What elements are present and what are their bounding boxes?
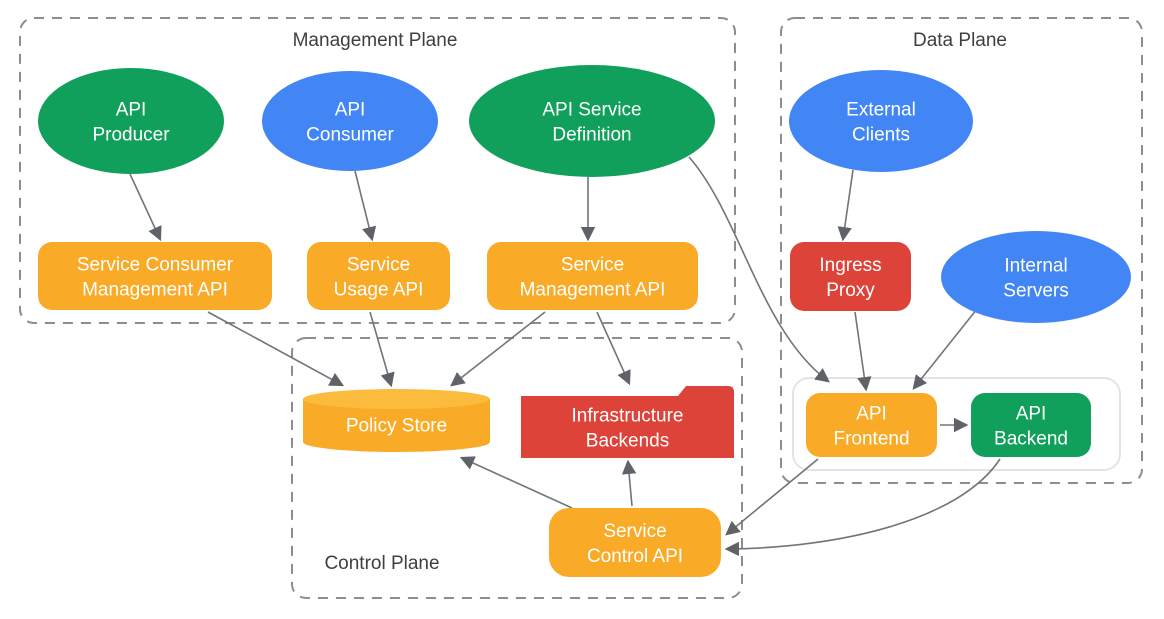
node-shape-service-management-api[interactable] (487, 242, 698, 310)
node-label-service-control-api: Control API (587, 546, 683, 567)
node-shape-api-producer[interactable] (38, 68, 224, 174)
node-label-service-management-api: Management API (520, 280, 666, 301)
planes-layer (19, 17, 1143, 599)
node-label-api-service-definition: Definition (552, 125, 631, 146)
plane-boundary-control-plane (291, 337, 743, 599)
node-label-external-clients: External (846, 100, 916, 121)
node-label-api-consumer: API (335, 100, 366, 121)
node-shape-api-service-definition[interactable] (469, 65, 715, 177)
node-label-internal-servers: Internal (1004, 256, 1067, 277)
node-label-ingress-proxy: Proxy (826, 280, 875, 301)
node-shape-service-usage-api[interactable] (307, 242, 450, 310)
node-label-service-consumer-management-api: Management API (82, 280, 228, 301)
node-label-service-usage-api: Service (347, 255, 410, 276)
plane-label-management-plane: Management Plane (293, 30, 458, 51)
edge-service-control-api-to-infrastructure-backends (621, 459, 637, 507)
node-shape-api-frontend[interactable] (806, 393, 937, 457)
node-shape-api-consumer[interactable] (262, 71, 438, 171)
edge-definition-to-api-frontend (688, 156, 830, 383)
edge-management-api-to-infrastructure-backends (596, 311, 631, 386)
edge-producer-to-consumer-mgmt-api (129, 173, 162, 242)
node-api-consumer[interactable]: API Consumer (262, 71, 438, 171)
edge-usage-api-to-policy-store (369, 311, 395, 388)
node-api-producer[interactable]: API Producer (38, 68, 224, 174)
edge-consumer-to-usage-api (354, 170, 377, 242)
node-label-api-producer: API (116, 100, 147, 121)
edge-management-api-to-policy-store (450, 311, 546, 387)
node-label-api-frontend: Frontend (833, 429, 909, 450)
node-label-service-control-api: Service (603, 521, 666, 542)
plane-label-control-plane: Control Plane (324, 553, 439, 574)
edge-internal-servers-to-api-frontend (912, 308, 978, 390)
node-shape-policy-store[interactable] (303, 399, 490, 452)
node-label-infrastructure-backends: Backends (586, 431, 669, 452)
edges-layer (129, 156, 1001, 557)
node-label-service-consumer-management-api: Service Consumer (77, 255, 234, 276)
node-label-api-producer: Producer (92, 125, 170, 146)
node-label-service-usage-api: Usage API (334, 280, 424, 301)
edge-consumer-mgmt-api-to-policy-store (207, 311, 345, 387)
node-shape-service-consumer-management-api[interactable] (38, 242, 272, 310)
node-api-backend[interactable]: API Backend (971, 393, 1091, 457)
node-label-api-consumer: Consumer (306, 125, 394, 146)
edge-api-frontend-to-service-control-api (725, 458, 819, 536)
node-label-external-clients: Clients (852, 125, 910, 146)
node-label-ingress-proxy: Ingress (819, 255, 881, 276)
plane-label-data-plane: Data Plane (913, 30, 1007, 51)
node-shape-service-control-api[interactable] (549, 508, 721, 577)
node-shape-infrastructure-backends[interactable] (521, 386, 734, 458)
node-api-frontend[interactable]: API Frontend (806, 393, 937, 457)
edge-external-clients-to-ingress-proxy (837, 169, 854, 242)
cylinder-top-policy-store (303, 389, 490, 409)
plane-boundary-data-plane (780, 17, 1143, 484)
node-shape-ingress-proxy[interactable] (790, 242, 911, 311)
edge-service-control-api-to-policy-store (459, 456, 573, 509)
node-label-internal-servers: Servers (1003, 281, 1068, 302)
node-shape-external-clients[interactable] (789, 70, 973, 172)
edge-ingress-proxy-to-api-frontend (854, 311, 872, 392)
node-label-policy-store: Policy Store (346, 416, 447, 437)
node-label-service-management-api: Service (561, 255, 624, 276)
node-shape-api-backend[interactable] (971, 393, 1091, 457)
plane-boundary-management-plane (19, 17, 736, 324)
node-policy-store[interactable]: Policy Store (303, 389, 490, 452)
edge-api-backend-to-service-control-api (724, 458, 1001, 557)
node-shape-internal-servers[interactable] (941, 231, 1131, 323)
node-label-infrastructure-backends: Infrastructure (572, 406, 684, 427)
node-label-api-backend: Backend (994, 429, 1068, 450)
node-label-api-service-definition: API Service (542, 100, 641, 121)
node-label-api-frontend: API (856, 404, 887, 425)
node-label-api-backend: API (1016, 404, 1047, 425)
